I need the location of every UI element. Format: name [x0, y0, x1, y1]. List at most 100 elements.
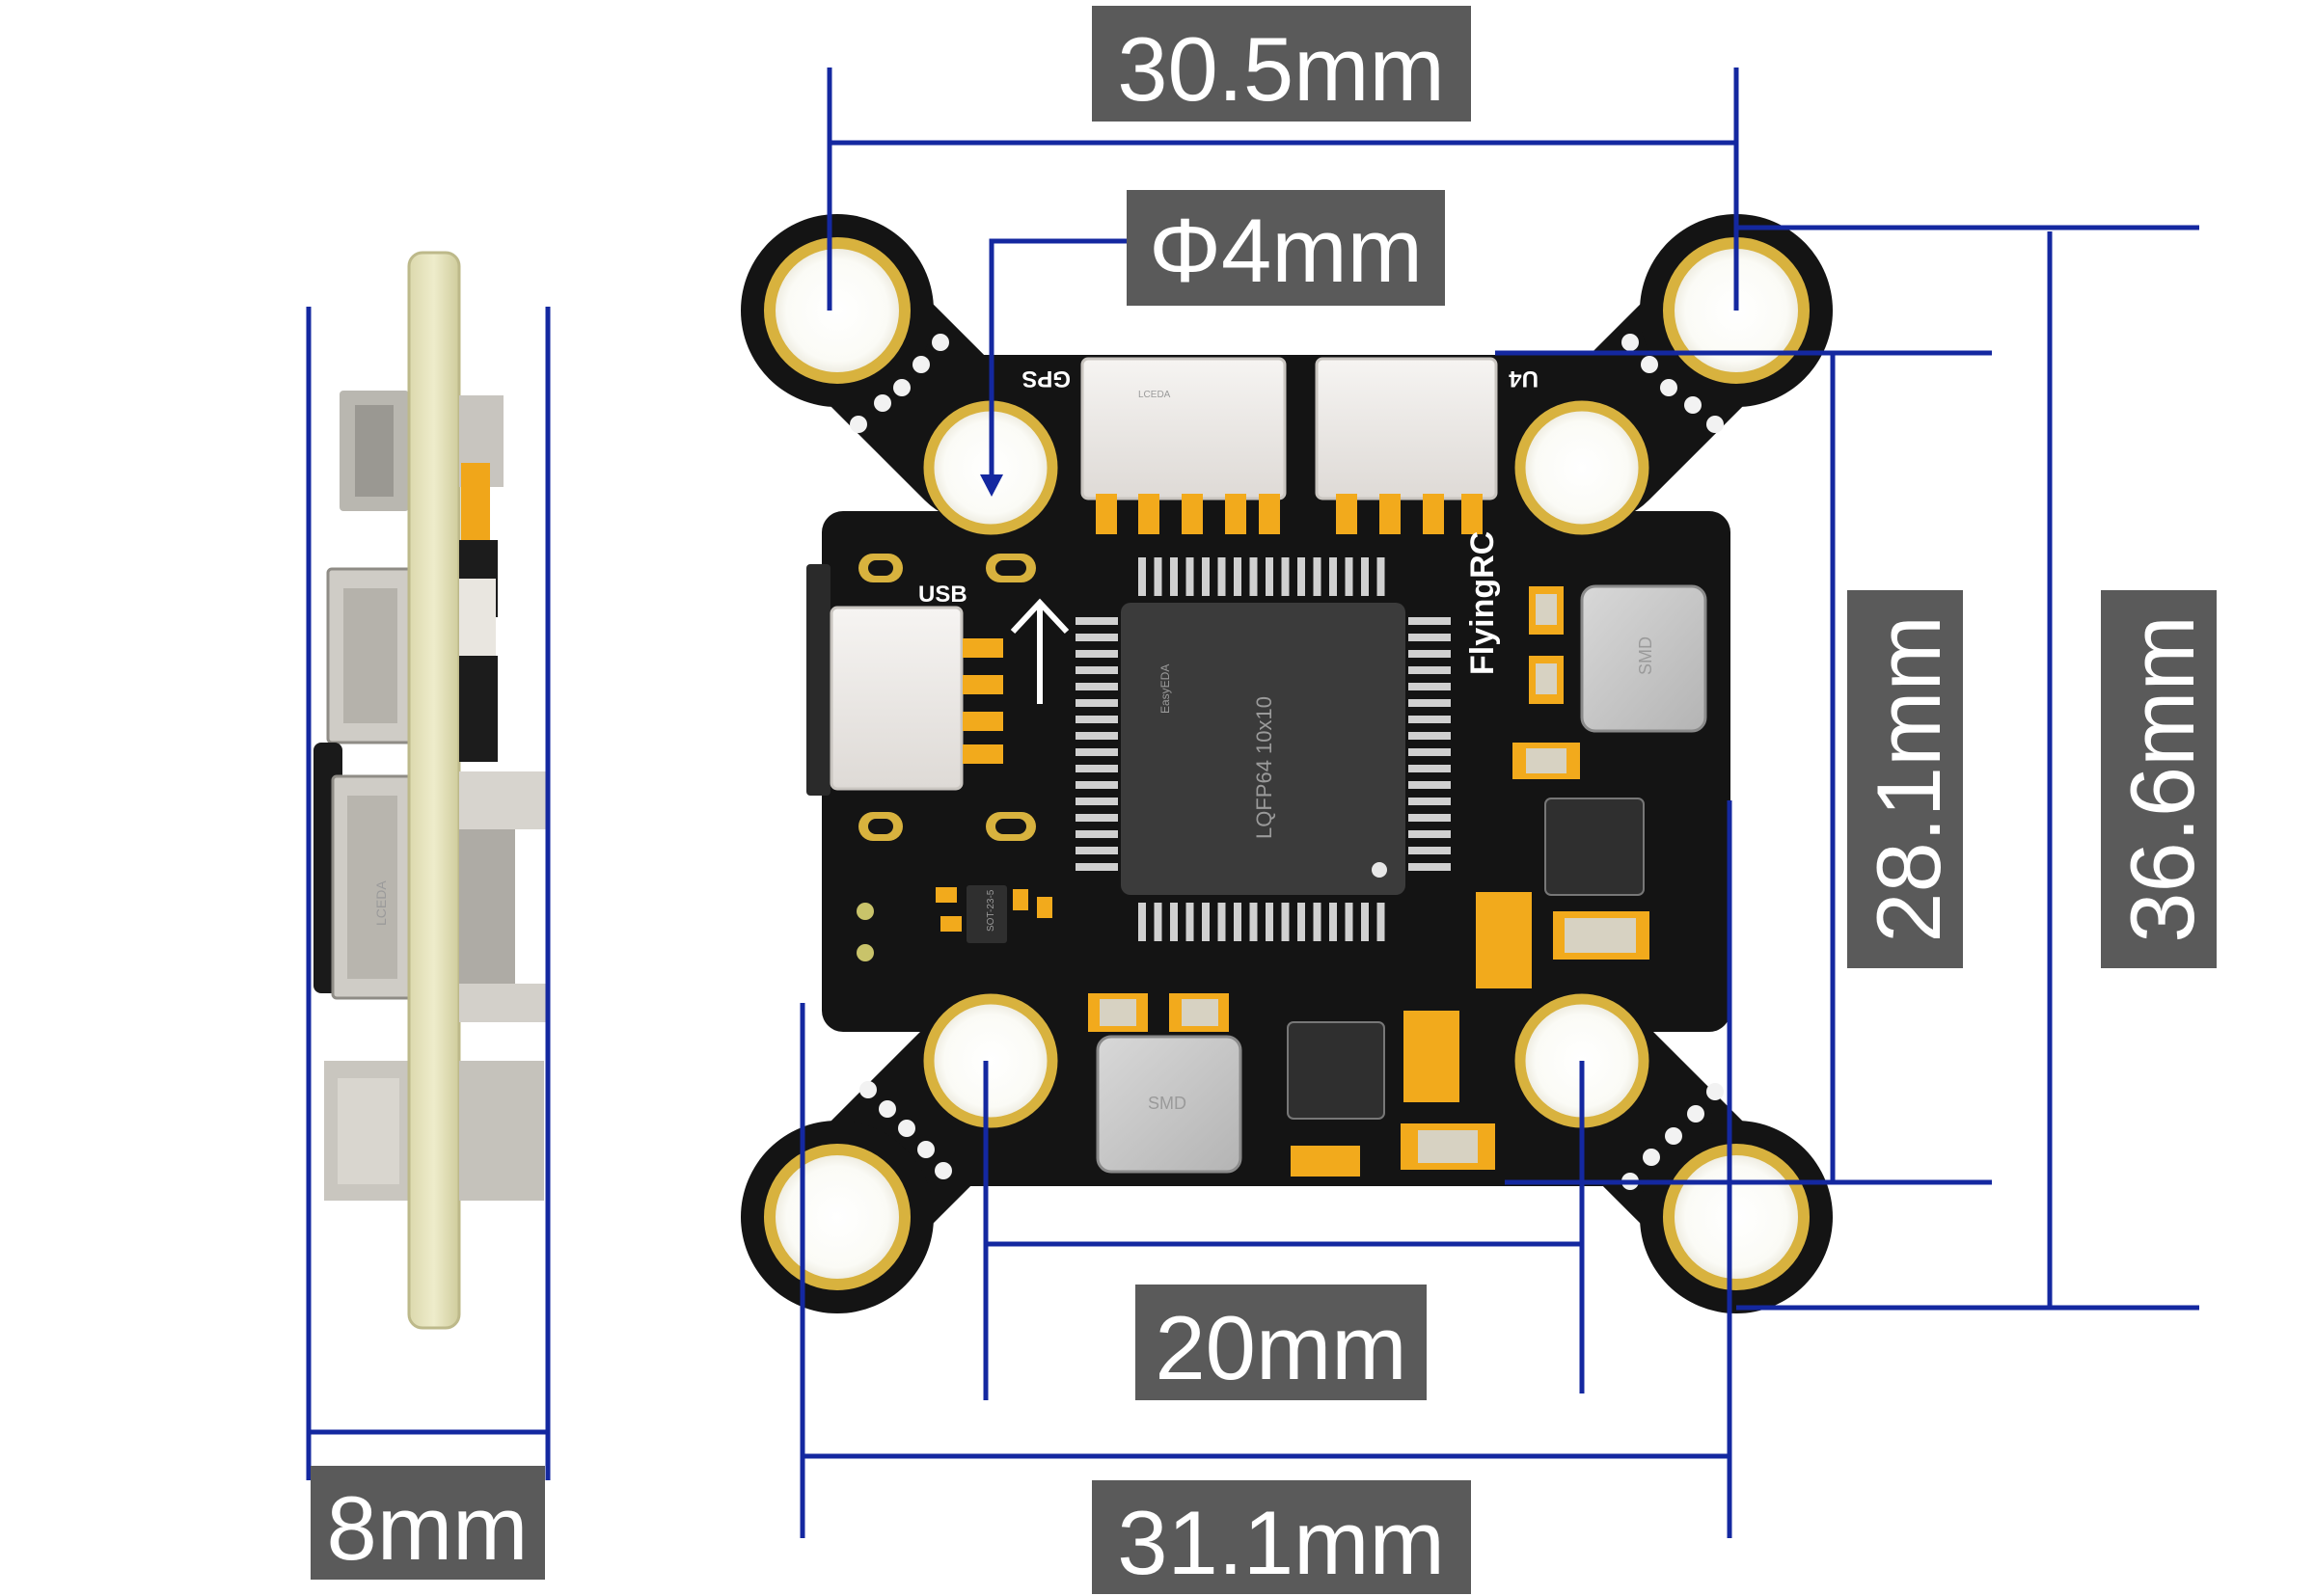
- mcu-pin: [1076, 814, 1118, 822]
- svg-text:36.6mm: 36.6mm: [2111, 615, 2213, 943]
- mcu-pin: [1345, 557, 1353, 596]
- orientation-arrow: [1010, 598, 1070, 704]
- svg-text:28.1mm: 28.1mm: [1858, 615, 1959, 943]
- mcu-label: LQFP64 10x10: [1252, 696, 1276, 839]
- label-31-1mm: 31.1mm: [1092, 1480, 1471, 1594]
- inductor-bottom-left: SMD: [1096, 1035, 1242, 1174]
- label-8mm: 8mm: [311, 1466, 545, 1580]
- mcu-pin: [1076, 765, 1118, 772]
- mcu-pin: [1345, 903, 1353, 941]
- mcu-pin: [1154, 903, 1162, 941]
- mcu-pin: [1076, 748, 1118, 756]
- mcu-pin: [1185, 903, 1194, 941]
- mcu-pin: [1408, 814, 1451, 822]
- side-view: LCEDA: [313, 251, 546, 1330]
- mcu-pin: [1202, 903, 1210, 941]
- mcu-pin: [1408, 847, 1451, 854]
- gyro-chip: [1544, 798, 1645, 896]
- label-36-6mm: 36.6mm: [2101, 590, 2217, 968]
- regulator-label: SOT-23-5: [986, 889, 996, 932]
- usb-port: [806, 564, 831, 796]
- mcu-pin: [1217, 903, 1226, 941]
- regulator-chip: [967, 885, 1007, 943]
- mcu-pin: [1076, 617, 1118, 625]
- inductor-bottom-label: SMD: [1148, 1094, 1186, 1113]
- mcu-pin: [1076, 781, 1118, 789]
- label-hole-diameter: Φ4mm: [1127, 190, 1445, 306]
- mcu-pin: [1408, 617, 1451, 625]
- phi-leader-arrowhead: [980, 474, 1003, 497]
- svg-text:Φ4mm: Φ4mm: [1149, 200, 1423, 301]
- mcu-pin: [1329, 557, 1337, 596]
- mcu-pin: [1408, 650, 1451, 658]
- mcu-pin: [1076, 798, 1118, 805]
- mcu-pin: [1266, 557, 1273, 596]
- mcu-pin: [1266, 903, 1273, 941]
- mcu-pin: [1408, 716, 1451, 723]
- mcu-pin: [1408, 666, 1451, 674]
- mcu-pin: [1076, 683, 1118, 690]
- mcu-pin: [1076, 863, 1118, 871]
- mcu-pin: [1234, 557, 1241, 596]
- inductor-top-label: SMD: [1636, 636, 1655, 675]
- label-20mm: 20mm: [1135, 1285, 1427, 1400]
- gps-label: GPS: [1021, 365, 1071, 392]
- inner-mount-holes: [923, 400, 1649, 1128]
- mcu-pin: [1076, 732, 1118, 740]
- mcu-pin: [1234, 903, 1241, 941]
- mcu-pin: [1313, 903, 1321, 941]
- label-28-1mm: 28.1mm: [1847, 590, 1963, 968]
- mcu-pin: [1076, 666, 1118, 674]
- mcu-pin: [1281, 557, 1290, 596]
- mcu-pin: [1408, 798, 1451, 805]
- svg-text:8mm: 8mm: [327, 1477, 529, 1579]
- mcu-pin: [1076, 830, 1118, 838]
- mcu-pin: [1076, 634, 1118, 641]
- svg-text:20mm: 20mm: [1155, 1297, 1406, 1398]
- mcu-chip: [1121, 603, 1405, 895]
- u4-connector: [1315, 357, 1498, 534]
- mcu-pin: [1408, 683, 1451, 690]
- mcu-pin: [1408, 634, 1451, 641]
- u4-label: U4: [1509, 365, 1539, 392]
- mcu-pin: [1376, 557, 1385, 596]
- mcu-pin: [1281, 903, 1290, 941]
- mcu-logo-text: EasyEDA: [1158, 664, 1172, 714]
- mcu-pin: [1185, 557, 1194, 596]
- mcu-pin: [1249, 903, 1258, 941]
- mcu-pin: [1361, 903, 1369, 941]
- gps-connector: LCEDA: [1080, 357, 1287, 534]
- mcu-pin-rows: [1076, 557, 1451, 941]
- mcu-pin: [1408, 863, 1451, 871]
- mcu-pin: [1297, 557, 1305, 596]
- mcu-pin: [1249, 557, 1258, 596]
- mcu-pin: [1329, 903, 1337, 941]
- mcu-pin: [1408, 732, 1451, 740]
- usb-label: USB: [918, 582, 967, 608]
- mcu-pin: [1217, 557, 1226, 596]
- baro-chip: [1287, 1021, 1385, 1120]
- mcu-pin: [1408, 699, 1451, 707]
- mcu-pin: [1376, 903, 1385, 941]
- svg-text:31.1mm: 31.1mm: [1117, 1492, 1445, 1593]
- svg-text:30.5mm: 30.5mm: [1117, 18, 1445, 120]
- side-logo-text: LCEDA: [373, 880, 389, 926]
- easyeda-logo-text: LCEDA: [1138, 390, 1171, 400]
- mcu-pin: [1408, 830, 1451, 838]
- passive-component-bodies: [1100, 594, 1636, 1163]
- side-pcb-edge: [407, 251, 461, 1330]
- mcu-pin: [1076, 650, 1118, 658]
- mcu-pin: [1408, 781, 1451, 789]
- mcu-pin: [1076, 699, 1118, 707]
- inductor-top-right: SMD: [1580, 584, 1707, 733]
- mcu-pin: [1313, 557, 1321, 596]
- mcu-pin: [1408, 748, 1451, 756]
- mcu-pin: [1076, 847, 1118, 854]
- fc-board-top-view: LCEDA GPS U4 USB: [741, 214, 1833, 1313]
- mcu-pin: [1297, 903, 1305, 941]
- mcu-pin: [1202, 557, 1210, 596]
- mcu-pin: [1170, 903, 1178, 941]
- dimension-lines: [306, 68, 2199, 1538]
- arm-vias: [850, 334, 1724, 1190]
